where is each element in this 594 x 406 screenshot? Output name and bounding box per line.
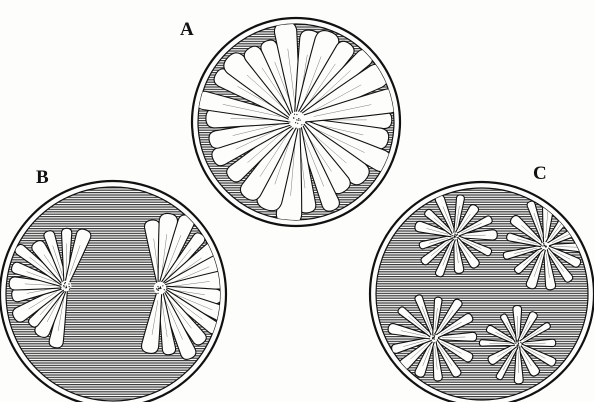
centre-stipple	[61, 284, 62, 285]
centre-stipple	[455, 237, 456, 238]
centre-stipple	[434, 335, 435, 336]
centre-stipple	[66, 287, 67, 288]
centre-stipple	[66, 286, 67, 287]
centre-stipple	[300, 120, 301, 121]
centre-stipple	[293, 117, 294, 118]
centre-stipple	[455, 234, 456, 235]
centre-stipple	[517, 346, 518, 347]
centre-stipple	[60, 287, 61, 288]
centre-stipple	[70, 288, 71, 289]
centre-stipple	[64, 286, 65, 287]
centre-stipple	[542, 245, 543, 246]
plate-b	[0, 181, 233, 402]
centre-stipple	[452, 237, 453, 238]
centre-stipple	[516, 341, 517, 342]
centre-stipple	[301, 124, 302, 125]
centre-stipple	[437, 339, 438, 340]
centre-stipple	[541, 245, 542, 246]
centre-stipple	[434, 339, 435, 340]
centre-stipple	[295, 122, 296, 123]
centre-stipple	[162, 285, 163, 286]
centre-stipple	[68, 283, 69, 284]
centre-stipple	[294, 114, 295, 115]
centre-stipple	[431, 340, 432, 341]
centre-stipple	[296, 128, 297, 129]
centre-stipple	[452, 235, 453, 236]
centre-stipple	[544, 245, 545, 246]
centre-stipple	[435, 334, 436, 335]
centre-stipple	[158, 288, 159, 289]
plate-a	[192, 18, 400, 226]
plate-a-label: A	[180, 20, 194, 39]
centre-stipple	[454, 236, 455, 237]
centre-stipple	[543, 249, 544, 250]
centre-stipple	[65, 282, 66, 283]
centre-stipple	[63, 285, 64, 286]
centre-stipple	[432, 334, 433, 335]
centre-stipple	[545, 246, 546, 247]
centre-stipple	[298, 118, 299, 119]
centre-stipple	[159, 288, 160, 289]
centre-stipple	[296, 114, 297, 115]
centre-stipple	[63, 290, 64, 291]
centre-stipple	[433, 337, 434, 338]
centre-stipple	[298, 120, 299, 121]
centre-stipple	[64, 283, 65, 284]
plate-b-label: B	[36, 168, 49, 187]
centre-stipple	[289, 121, 290, 122]
plate-c	[370, 182, 594, 402]
centre-stipple	[158, 290, 159, 291]
centre-stipple	[157, 293, 158, 294]
centre-stipple	[304, 124, 305, 125]
centre-stipple	[69, 289, 70, 290]
centre-stipple	[518, 340, 519, 341]
centre-stipple	[432, 338, 433, 339]
centre-stipple	[515, 343, 516, 344]
plate-c-label: C	[533, 164, 547, 183]
centre-stipple	[69, 286, 70, 287]
centre-stipple	[457, 234, 458, 235]
centre-stipple	[157, 289, 158, 290]
centre-stipple	[157, 286, 158, 287]
centre-stipple	[454, 234, 455, 235]
centre-stipple	[296, 119, 297, 120]
centre-stipple	[297, 123, 298, 124]
centre-stipple	[518, 346, 519, 347]
centre-stipple	[517, 345, 518, 346]
centre-stipple	[520, 342, 521, 343]
centre-stipple	[156, 288, 157, 289]
centre-stipple	[164, 289, 165, 290]
centre-stipple	[457, 237, 458, 238]
centre-stipple	[543, 243, 544, 244]
centre-stipple	[518, 343, 519, 344]
centre-stipple	[518, 341, 519, 342]
